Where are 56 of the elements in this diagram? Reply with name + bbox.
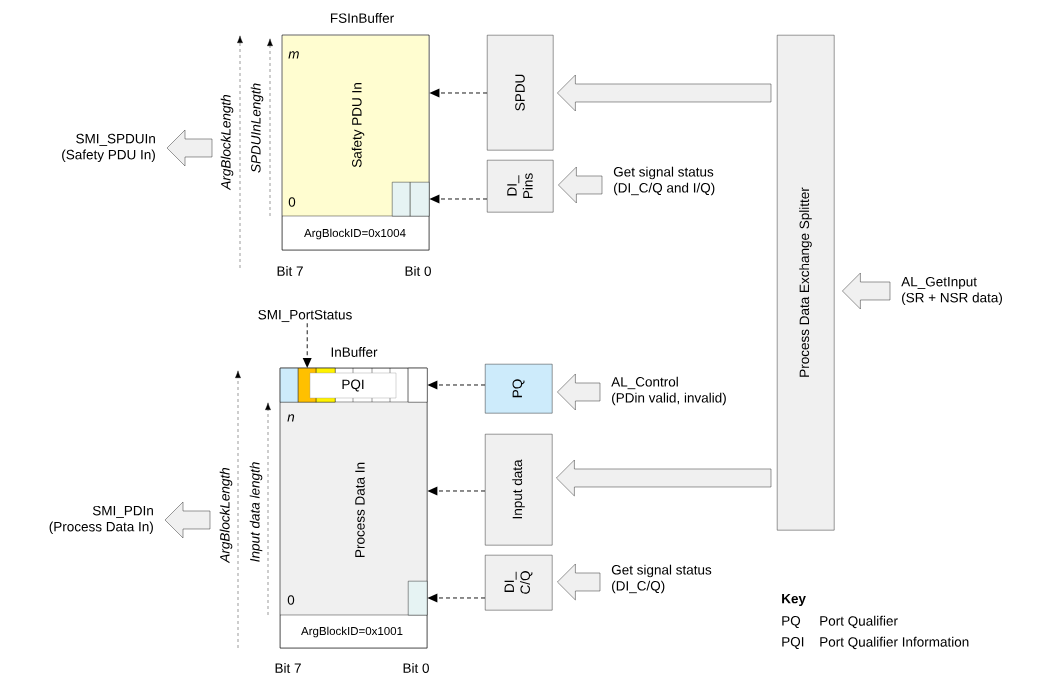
- dimension-label: SPDUInLength: [250, 83, 264, 173]
- key-abbreviation: PQI: [782, 637, 804, 649]
- block-arrow: [557, 563, 601, 601]
- bit-cell: [408, 368, 428, 403]
- dashed-arrow: [429, 194, 488, 204]
- block-arrow: [557, 74, 772, 112]
- annotation-text: SMI_PortStatus: [258, 309, 352, 323]
- buffer-title: InBuffer: [331, 347, 378, 357]
- buffer-content-label: Process Data In: [355, 462, 365, 557]
- annotation-text: Get signal status (DI_C/Q): [611, 564, 712, 594]
- bit-cell: [392, 182, 411, 217]
- block-arrow: [164, 501, 211, 539]
- dashed-arrow: [427, 486, 486, 496]
- block-arrow: [556, 459, 772, 497]
- bit-label: Bit 7: [277, 266, 303, 276]
- annotation-text: AL_GetInput (SR + NSR data): [901, 276, 1002, 306]
- bit-label: Bit 0: [405, 266, 431, 276]
- dimension-label: ArgBlockLength: [219, 467, 233, 564]
- index-label: m: [288, 51, 299, 59]
- annotation-text: AL_Control (PDin valid, invalid): [611, 376, 726, 406]
- pqi-box: PQI: [309, 372, 397, 399]
- dashed-arrow: [427, 593, 486, 603]
- dimension-label: Input data length: [249, 462, 263, 562]
- block-arrow: [842, 272, 891, 310]
- annotation-text: SMI_PDIn (Process Data In): [49, 505, 153, 535]
- key-description: Port Qualifier Information: [820, 636, 969, 650]
- annotation-text: SMI_SPDUIn (Safety PDU In): [62, 133, 155, 163]
- block-arrow: [557, 373, 601, 411]
- splitter-bar: Process Data Exchange Splitter: [777, 35, 835, 531]
- block-id-label: ArgBlockID=0x1004: [304, 228, 406, 240]
- function-box: PQ: [485, 364, 553, 414]
- dashed-arrow: [427, 380, 486, 390]
- function-box: DI_ Pins: [487, 160, 554, 213]
- key-abbreviation: PQ: [782, 616, 801, 628]
- block-arrow: [166, 129, 213, 167]
- bit-label: Bit 7: [275, 663, 301, 673]
- function-box: DI_ C/Q: [485, 554, 553, 611]
- key-description: Port Qualifier: [820, 615, 898, 629]
- function-box: Input data: [485, 434, 553, 546]
- dimension-label: ArgBlockLength: [220, 94, 234, 191]
- index-label: n: [287, 414, 295, 422]
- buffer-content-label: Safety PDU In: [351, 83, 365, 168]
- index-label: 0: [288, 197, 296, 207]
- block-id-label: ArgBlockID=0x1001: [301, 626, 403, 638]
- dashed-arrow: [429, 88, 488, 98]
- index-label: 0: [287, 595, 295, 605]
- block-arrow: [558, 166, 603, 204]
- annotation-text: Get signal status (DI_C/Q and I/Q): [613, 166, 715, 196]
- key-heading: Key: [782, 593, 806, 607]
- dashed-arrow: [302, 322, 312, 368]
- bit-cell: [408, 580, 428, 616]
- bit-cell: [410, 182, 430, 217]
- bit-cell: [280, 368, 299, 403]
- buffer-title: FSInBuffer: [331, 13, 394, 23]
- function-box: SPDU: [487, 35, 554, 151]
- bit-label: Bit 0: [403, 663, 429, 673]
